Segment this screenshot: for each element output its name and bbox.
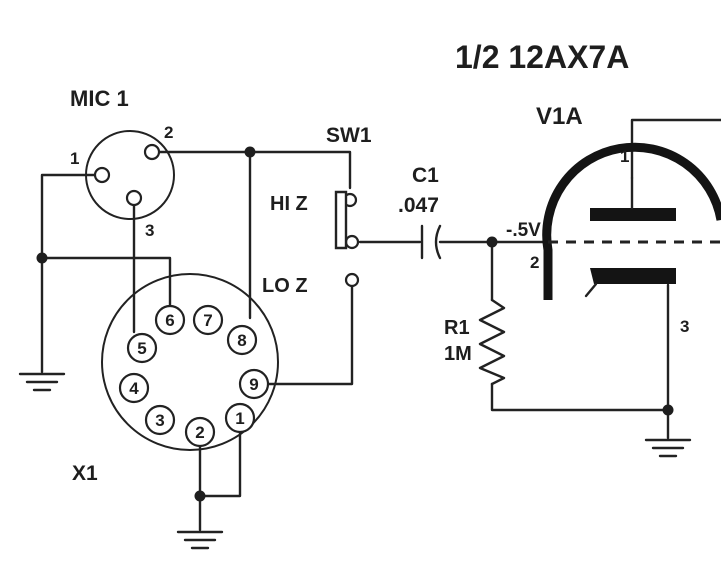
tube-pin-label-1: 1 [620, 147, 629, 166]
socket-pin-label: 2 [195, 423, 204, 442]
junction-dot [486, 236, 498, 248]
lo-z-label: LO Z [262, 275, 308, 297]
socket-pin-label: 8 [237, 331, 246, 350]
mic-pin-label-2: 2 [164, 123, 173, 142]
socket-pin-label: 6 [165, 311, 174, 330]
resistor-r1 [478, 298, 506, 386]
switch-contact-lo [344, 272, 360, 288]
socket-pin-label: 9 [249, 375, 258, 394]
socket-pin-4 [118, 372, 150, 404]
socket-pin-label: 7 [203, 311, 212, 330]
capacitor-c1 [420, 224, 442, 260]
socket-pin-7 [192, 304, 224, 336]
res-value: 1M [444, 343, 472, 365]
tube-ref: V1A [536, 103, 583, 130]
socket-pin-6 [154, 304, 186, 336]
socket-pin-label: 4 [129, 379, 139, 398]
cap-value: .047 [398, 194, 439, 217]
tube-envelope [542, 142, 721, 300]
mic-pin-1 [93, 166, 111, 184]
tube-pin-label-3: 3 [680, 317, 689, 336]
tube-plate [590, 208, 676, 221]
socket-pin-8 [226, 324, 258, 356]
junction-dot [36, 252, 48, 264]
socket-pin-3 [144, 404, 176, 436]
socket-pin-2 [184, 416, 216, 448]
cap-ref: C1 [412, 164, 439, 187]
tube-title: 1/2 12AX7A [455, 39, 629, 75]
mic-pin-label-1: 1 [70, 149, 79, 168]
vacuum-tube-v1a: 1 2 3 [530, 142, 721, 336]
mic-pin-3 [125, 189, 143, 207]
wires [40, 118, 721, 532]
switch-blade [334, 190, 348, 250]
junction-dot [662, 404, 674, 416]
socket-ref: X1 [72, 462, 98, 485]
ground-symbol-socket [176, 530, 224, 550]
tube-cathode [590, 268, 676, 284]
socket-pin-label: 3 [155, 411, 164, 430]
switch-contact-common [344, 234, 360, 250]
grid-voltage: -.5V [506, 220, 541, 241]
junction-dot [244, 146, 256, 158]
mic-connector: 1 2 3 [70, 123, 175, 240]
socket-pin-label: 1 [235, 409, 244, 428]
socket-pin-label: 5 [137, 339, 146, 358]
junction-dots [36, 146, 674, 502]
ground-symbol-left [18, 372, 66, 392]
mic-pin-2 [143, 143, 161, 161]
socket-pin-1 [224, 402, 256, 434]
socket-pin-5 [126, 332, 158, 364]
switch-sw1 [334, 190, 360, 288]
socket-pin-9 [238, 368, 270, 400]
mic-pin-label-3: 3 [145, 221, 154, 240]
ground-symbol-cathode [644, 438, 692, 458]
switch-ref: SW1 [326, 124, 372, 147]
res-ref: R1 [444, 317, 470, 339]
hi-z-label: HI Z [270, 193, 308, 215]
tube-pin-label-2: 2 [530, 253, 539, 272]
junction-dot [194, 490, 206, 502]
mic-ref: MIC 1 [70, 86, 129, 111]
labels: 1/2 12AX7A V1A MIC 1 SW1 HI Z LO Z C1 .0… [70, 39, 629, 485]
